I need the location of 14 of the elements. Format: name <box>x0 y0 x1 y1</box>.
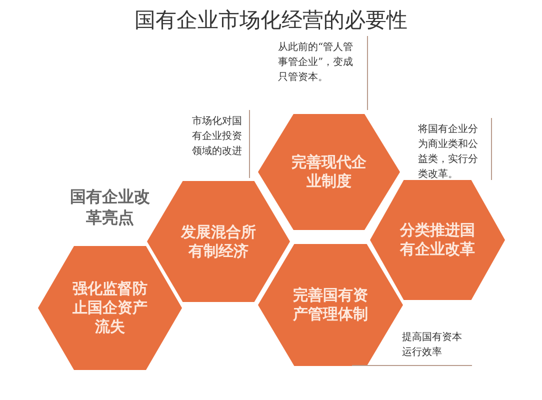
hexagon-tile <box>38 246 182 370</box>
hexagon-label: 强化监督防止国企资产流失 <box>72 280 148 336</box>
hexagon-label: 完善国有资产管理体制 <box>292 286 369 324</box>
heading-label: 国有企业改革亮点 <box>70 186 150 228</box>
hexagon-label: 发展混合所有制经济 <box>180 222 257 260</box>
note-text: 将国有企业分为商业类和公益类，实行分类改革。 <box>412 118 492 180</box>
note-text: 提高国有资本运行效率 <box>352 326 472 366</box>
hexagon-label: 分类推进国有企业改革 <box>400 221 476 259</box>
title: 国有企业市场化经营的必要性 <box>134 7 408 34</box>
hexagon-tile <box>258 114 400 230</box>
note-text: 市场化对国有企业投资领域的改进 <box>186 110 250 178</box>
hexagon-tile <box>370 180 505 300</box>
hexagon-label: 完善现代企业制度 <box>290 153 368 191</box>
note-text: 从此前的“管人管事管企业”，变成只管资本。 <box>272 36 368 110</box>
